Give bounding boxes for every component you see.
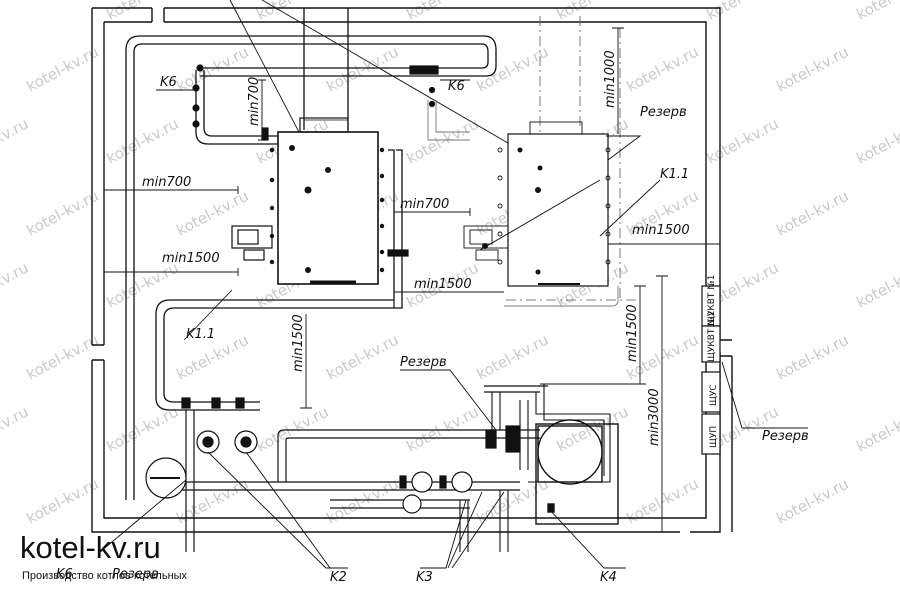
piping [125,35,619,552]
watermark: kotel-kv.ru [23,475,101,528]
watermark: kotel-kv.ru [0,115,32,168]
label-k6-top: K6 [448,79,465,94]
watermark: kotel-kv.ru [853,115,900,168]
label-min1000: min1000 [603,50,618,108]
watermark: kotel-kv.ru [853,259,900,312]
dashed-axes [506,16,640,301]
watermark: kotel-kv.ru [773,331,851,384]
watermark: kotel-kv.ru [23,187,101,240]
walls [91,7,733,533]
watermark: kotel-kv.ru [0,0,32,24]
label-reserve-right: Резерв [762,429,809,444]
watermark: kotel-kv.ru [623,475,701,528]
watermark: kotel-kv.ru [623,43,701,96]
label-k11-right: K1.1 [660,167,689,182]
watermark: kotel-kv.ru [323,331,401,384]
watermark: kotel-kv.ru [103,0,181,24]
watermark: kotel-kv.ru [23,331,101,384]
watermark: kotel-kv.ru [403,0,481,24]
watermark: kotel-kv.ru [773,187,851,240]
watermark: kotel-kv.ru [253,403,331,456]
watermark: kotel-kv.ru [553,0,631,24]
electrical-panels [701,285,721,455]
label-min700-mid: min700 [400,197,449,212]
watermark: kotel-kv.ru [773,475,851,528]
watermark: kotel-kv.ru [103,259,181,312]
watermark: kotel-kv.ru [853,0,900,24]
watermark: kotel-kv.ru [23,43,101,96]
label-min1500-mid: min1500 [414,277,472,292]
panel-shukvt-2: ЩУКВТ №2 [707,311,717,362]
brand-tagline: Производство котлов котельных [22,570,188,582]
label-min700-vertical: min700 [247,77,262,126]
label-k11-left: K1.1 [186,327,215,342]
label-min700-left: min700 [142,175,191,190]
watermark: kotel-kv.ru [103,115,181,168]
watermark: kotel-kv.ru [323,43,401,96]
label-k6-bottom: K6 [56,567,73,582]
boiler-left [231,117,385,285]
label-min1500-vertical-left: min1500 [291,314,306,372]
panel-shus: ЩУС [709,384,719,406]
watermark: kotel-kv.ru [703,115,781,168]
panel-shup: ЩУП [709,426,719,448]
label-min1500-vertical-right: min1500 [625,304,640,362]
watermark: kotel-kv.ru [853,403,900,456]
label-min3000: min3000 [647,388,662,446]
tank [535,419,619,525]
watermark: kotel-kv.ru [473,331,551,384]
watermark: kotel-kv.ru [173,187,251,240]
panel-shukvt-1: ЩУКВТ №1 [707,275,717,326]
watermark: kotel-kv.ru [173,43,251,96]
watermark: kotel-kv.ru [703,0,781,24]
chimney [229,0,521,151]
label-min1500-right: min1500 [632,223,690,238]
label-k4: K4 [600,570,617,585]
dimension-lines [99,27,808,569]
label-reserve-top: Резерв [640,105,687,120]
watermark: kotel-kv.ru [773,43,851,96]
label-min1500-left: min1500 [162,251,220,266]
label-k2: K2 [330,570,347,585]
label-reserve-mid: Резерв [400,355,447,370]
label-k3: K3 [416,570,433,585]
watermark: kotel-kv.ru [403,403,481,456]
watermark: kotel-kv.ru [0,403,32,456]
labels: K6 K6 min700 min1000 Резерв K1.1 min700 … [56,50,809,585]
watermark: kotel-kv.ru [253,0,331,24]
boiler-right [427,100,611,287]
watermark: kotel-kv.ru [0,259,32,312]
label-k6-left: K6 [160,75,177,90]
brand-logo-text: kotel-kv.ru [20,530,161,565]
label-reserve-bottom: Резерв [112,567,159,582]
watermark: kotel-kv.ru [403,115,481,168]
